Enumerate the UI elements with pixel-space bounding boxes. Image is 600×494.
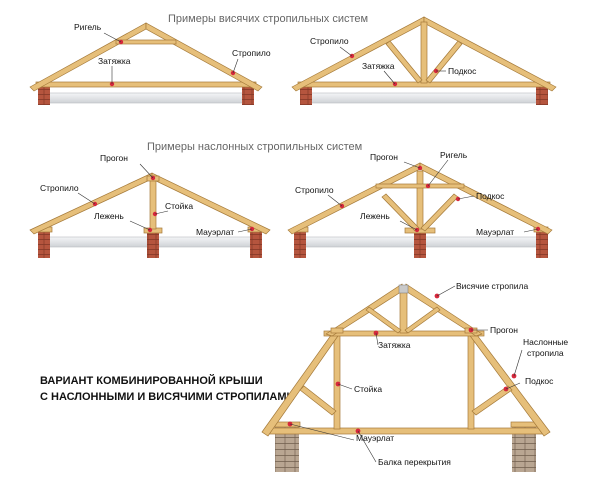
combined-roof-caption-line1: ВАРИАНТ КОМБИНИРОВАННОЙ КРЫШИ: [40, 374, 263, 387]
label-podkos: Подкос: [525, 376, 554, 386]
label-progon: Прогон: [100, 153, 128, 163]
label-naslonnye-line1: Наслонные: [523, 337, 568, 347]
label-stoyka: Стойка: [165, 201, 193, 211]
rafter-left: [291, 16, 425, 92]
label-podkos: Подкос: [448, 66, 477, 76]
post: [416, 170, 424, 230]
collar-beam: [115, 39, 177, 45]
brick-wall-right: [250, 230, 262, 258]
label-tyazhka: Затяжка: [98, 56, 131, 66]
tie-beam: [35, 81, 257, 88]
label-progon: Прогон: [490, 325, 518, 335]
post-left: [333, 333, 341, 430]
slab: [45, 92, 247, 104]
brace-left: [365, 306, 402, 334]
combined-roof-caption-line2: С НАСЛОННЫМИ И ВИСЯЧИМИ СТРОПИЛАМИ: [40, 391, 295, 403]
label-mauerlat: Мауэрлат: [356, 433, 394, 443]
rafter-right: [423, 16, 557, 92]
label-mauerlat: Мауэрлат: [196, 227, 234, 237]
brick-wall-left: [38, 85, 50, 105]
diagram-layered-single-post: Прогон Стропило Стойка Лежень Мауэрлат: [29, 153, 271, 258]
strut-right: [420, 193, 459, 232]
brick-wall-left: [294, 230, 306, 258]
label-stropilo: Стропило: [232, 48, 271, 58]
brick-wall-left: [38, 230, 50, 258]
label-mauerlat: Мауэрлат: [476, 227, 514, 237]
label-tyazhka: Затяжка: [378, 340, 411, 350]
purlin-left: [330, 327, 344, 334]
label-stropilo: Стропило: [295, 185, 334, 195]
label-lezhen: Лежень: [94, 211, 124, 221]
post-right: [467, 333, 475, 430]
collar-beam: [375, 183, 465, 189]
label-tyazhka: Затяжка: [362, 61, 395, 71]
diagram-hanging-rigel: Ригель Затяжка Стропило: [29, 22, 271, 105]
diagram-layered-struts: Прогон Ригель Стропило Подкос Лежень Мау…: [287, 150, 553, 258]
label-stoyka: Стойка: [354, 384, 382, 394]
brick-wall-right: [536, 230, 548, 258]
brick-wall-right: [536, 85, 548, 105]
brick-wall-right: [242, 85, 254, 105]
brace-right: [404, 306, 441, 334]
hanging-systems-caption: Примеры висячих стропильных систем: [168, 13, 368, 25]
label-lezhen: Лежень: [360, 211, 390, 221]
brick-wall-middle: [414, 232, 426, 258]
rafter-left: [287, 162, 421, 235]
brick-wall-left: [300, 85, 312, 105]
diagram-hanging-struts: Стропило Затяжка Подкос: [291, 16, 557, 105]
brick-wall-middle: [147, 232, 159, 258]
king-post: [420, 21, 428, 84]
strut-right: [425, 40, 463, 84]
label-visyachie: Висячие стропила: [456, 281, 528, 291]
strut-left: [385, 40, 423, 84]
post: [149, 178, 157, 230]
label-rigel: Ригель: [440, 150, 468, 160]
king-post: [399, 287, 408, 334]
mauerlat-left: [273, 421, 301, 428]
label-podkos: Подкос: [476, 191, 505, 201]
label-rigel: Ригель: [74, 22, 102, 32]
mauerlat-right: [510, 421, 538, 428]
ridge-plate: [398, 284, 409, 294]
layered-systems-caption: Примеры наслонных стропильных систем: [147, 141, 362, 153]
strut-left: [381, 193, 420, 232]
slab: [307, 92, 541, 104]
label-progon: Прогон: [370, 152, 398, 162]
strut-left: [299, 385, 337, 416]
label-naslonnye-line2: стропила: [527, 348, 564, 358]
diagram-combined-mansard: Висячие стропила Прогон Наслонные стропи…: [261, 281, 568, 472]
label-stropilo: Стропило: [40, 183, 79, 193]
label-balka: Балка перекрытия: [378, 457, 451, 467]
label-stropilo: Стропило: [310, 36, 349, 46]
layered-rafter-left: [261, 330, 341, 437]
